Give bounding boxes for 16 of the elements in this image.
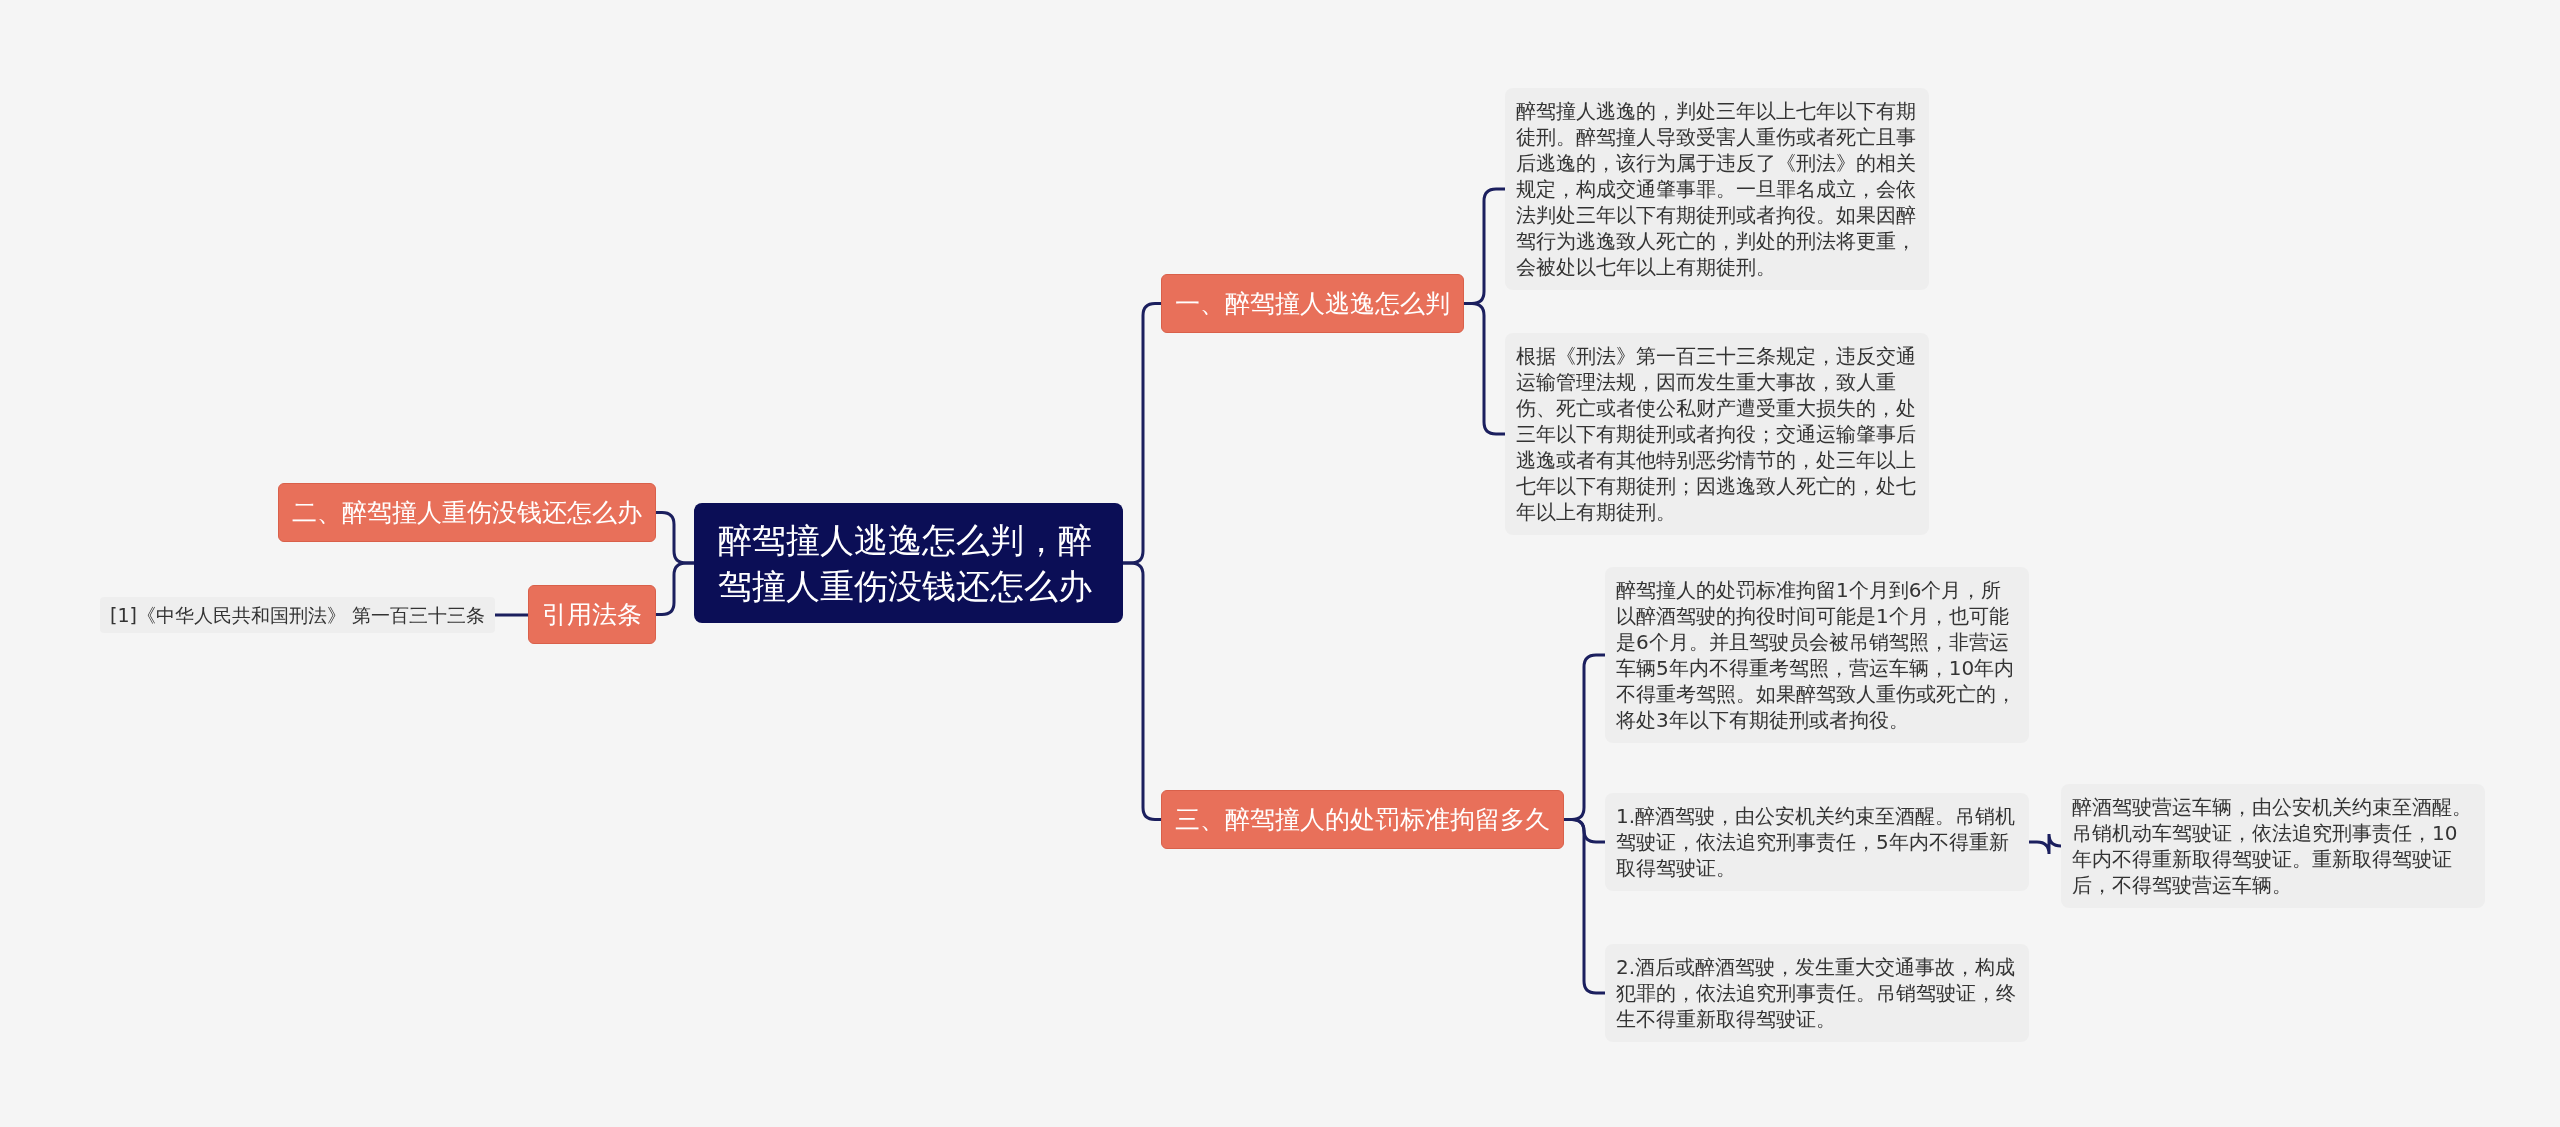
note-box: 醉驾撞人的处罚标准拘留1个月到6个月，所以醉酒驾驶的拘役时间可能是1个月，也可能是6个月。并且驾驶员会被吊销驾照，非营运车辆5年内不得重考驾照，营运车辆，10年内不得重考驾照。如果醉驾致人重伤或死亡的，将处3年以下有期徒刑或者拘役。 (1605, 567, 2029, 743)
topic-box: 三、醉驾撞人的处罚标准拘留多久 (1161, 790, 1564, 849)
connector-line (495, 613, 528, 617)
reference-text: [1]《中华人民共和国刑法》 第一百三十三条 (100, 597, 495, 633)
topic-box: 二、醉驾撞人重伤没钱还怎么办 (278, 483, 656, 542)
topic-box: 引用法条 (528, 585, 656, 644)
note-box: 根据《刑法》第一百三十三条规定，违反交通运输管理法规，因而发生重大事故，致人重伤、死亡或者使公私财产遭受重大损失的，处三年以下有期徒刑或者拘役；交通运输肇事后逃逸或者有其他特别恶劣情节的，处三年以上七年以下有期徒刑；因逃逸致人死亡的，处七年以上有期徒刑。 (1505, 333, 1929, 535)
note-box: 醉驾撞人逃逸的，判处三年以上七年以下有期徒刑。醉驾撞人导致受害人重伤或者死亡且事后逃逸的，该行为属于违反了《刑法》的相关规定，构成交通肇事罪。一旦罪名成立，会依法判处三年以下有期徒刑或者拘役。如果因醉驾行为逃逸致人死亡的，判处的刑法将更重，会被处以七年以上有期徒刑。 (1505, 88, 1929, 290)
connector-line (1564, 818, 1605, 995)
note-box: 醉酒驾驶营运车辆，由公安机关约束至酒醒。吊销机动车驾驶证，依法追究刑事责任，10年内不得重新取得驾驶证。重新取得驾驶证后，不得驾驶营运车辆。 (2061, 784, 2485, 908)
connector-line (2029, 832, 2063, 856)
note-box: 1.醉酒驾驶，由公安机关约束至酒醒。吊销机驾驶证，依法追究刑事责任，5年内不得重新取得驾驶证。 (1605, 793, 2029, 891)
note-box: 2.酒后或醉酒驾驶，发生重大交通事故，构成犯罪的，依法追究刑事责任。吊销驾驶证，终生不得重新取得驾驶证。 (1605, 944, 2029, 1042)
central-topic-box: 醉驾撞人逃逸怎么判，醉驾撞人重伤没钱还怎么办 (694, 503, 1123, 623)
connector-line (1464, 302, 1505, 436)
topic-box: 一、醉驾撞人逃逸怎么判 (1161, 274, 1464, 333)
